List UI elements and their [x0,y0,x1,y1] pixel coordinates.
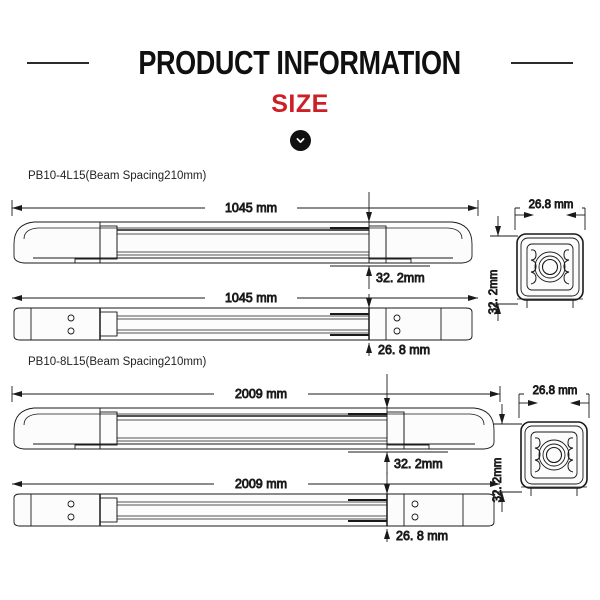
section-width-label-1: 26.8 mm [529,199,574,211]
bar-bottom-view-2 [13,493,495,527]
page-header: PRODUCT INFORMATION SIZE [0,0,600,151]
dimension-width-1 [366,294,372,356]
section-height-label-2: 32. 2mm [492,458,504,503]
section-width-label-2: 26.8 mm [533,385,578,397]
dimension-width-2 [384,472,390,542]
dimension-height-2 [348,374,448,475]
title-row: PRODUCT INFORMATION [0,46,600,79]
dimension-length-top-1: 1045 mm [225,201,277,215]
page-subtitle: SIZE [271,90,329,118]
bar-side-view-2 [13,407,495,450]
dimension-height-top-2: 32. 2mm [394,457,443,471]
product-label-2: PB10-8L15(Beam Spacing210mm) [28,356,207,368]
drawing-canvas-2: 2009 mm [0,372,600,542]
title-rule-left [27,61,90,64]
product-label-1: PB10-4L15(Beam Spacing210mm) [28,170,207,182]
bar-bottom-view-1 [13,307,473,341]
dimension-length-top-2: 2009 mm [235,387,287,401]
title-rule-right [510,61,573,64]
cross-section-1: 26.8 mm 32. 2mm [488,196,586,321]
dimension-length-bottom-1: 1045 mm [225,291,277,305]
drawing-canvas-1: 1045 mm [0,186,600,356]
bar-side-view-1 [13,221,473,264]
page-title: PRODUCT INFORMATION [138,44,462,81]
cross-section-2: 26.8 mm 32. 2mm [492,382,590,512]
dimension-height-1 [330,192,430,289]
chevron-down-badge [289,130,311,151]
dimension-length-bottom-2: 2009 mm [235,477,287,491]
chevron-down-icon [296,138,304,143]
dimension-width-bottom-1: 26. 8 mm [378,343,430,356]
section-height-label-1: 32. 2mm [488,270,500,315]
dimension-width-bottom-2: 26. 8 mm [396,529,448,542]
dimension-height-top-1: 32. 2mm [376,271,425,285]
